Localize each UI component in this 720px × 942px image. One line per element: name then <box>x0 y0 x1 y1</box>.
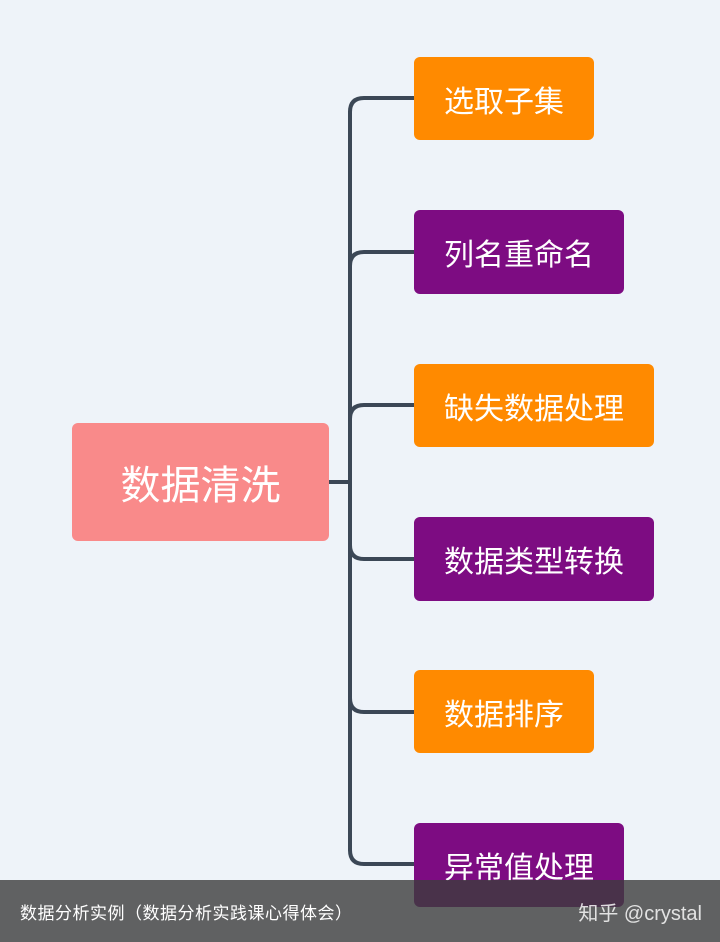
branch-1 <box>348 96 416 114</box>
child-node-label: 列名重命名 <box>444 238 594 273</box>
child-node-label: 数据类型转换 <box>444 545 624 580</box>
caption-text: 数据分析实例（数据分析实践课心得体会） <box>20 903 353 924</box>
child-node-label: 缺失数据处理 <box>444 391 624 427</box>
branch-3 <box>348 403 416 421</box>
branch-5 <box>348 696 416 714</box>
child-node-1: 选取子集 <box>414 57 594 140</box>
branch-6 <box>348 848 416 866</box>
child-node-4: 数据类型转换 <box>414 517 654 601</box>
caption-bar: 数据分析实例（数据分析实践课心得体会） 知乎 @crystal <box>0 880 720 942</box>
watermark: 知乎 @crystal <box>578 902 702 925</box>
child-node-5: 数据排序 <box>414 670 594 753</box>
root-node: 数据清洗 <box>72 423 329 541</box>
branch-4 <box>348 543 416 561</box>
child-node-label: 选取子集 <box>444 84 564 120</box>
child-node-2: 列名重命名 <box>414 210 624 294</box>
branch-2 <box>348 250 416 268</box>
child-node-3: 缺失数据处理 <box>414 364 654 447</box>
child-node-label: 数据排序 <box>444 697 564 733</box>
root-node-label: 数据清洗 <box>120 463 281 509</box>
